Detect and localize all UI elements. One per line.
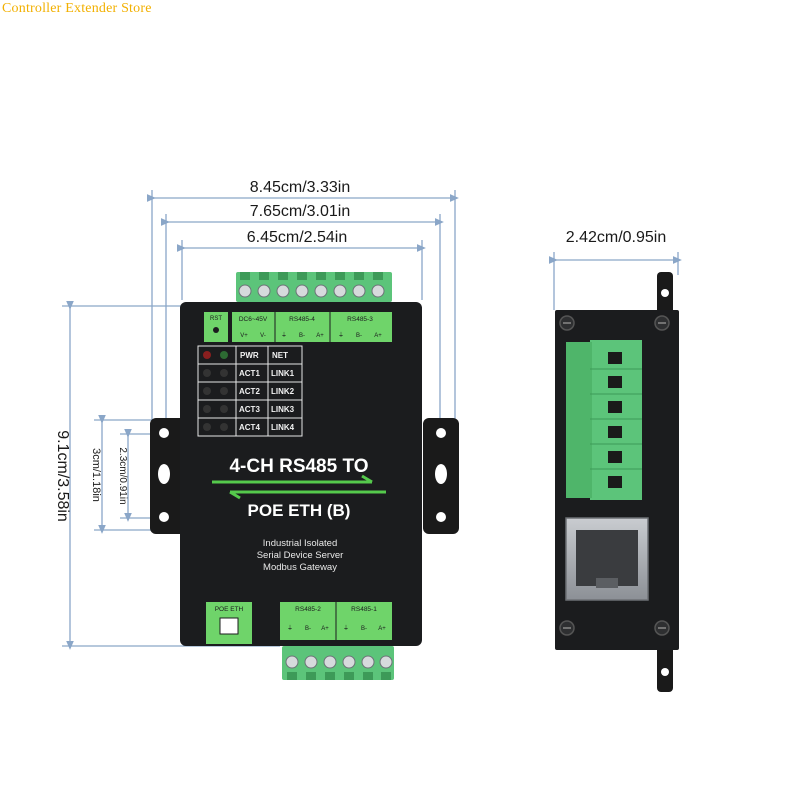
width-inner-label: 6.45cm/2.54in bbox=[247, 229, 348, 246]
top-pin-label: V+ bbox=[240, 333, 248, 339]
device-desc-line1: Industrial Isolated bbox=[263, 538, 337, 549]
device-side-view bbox=[555, 272, 679, 692]
width-outer-label: 8.45cm/3.33in bbox=[250, 179, 351, 196]
hole-outer-label: 3cm/1.18in bbox=[90, 448, 102, 502]
height-total-label: 9.1cm/3.58in bbox=[54, 430, 71, 522]
top-pin-label: ⏚ bbox=[281, 332, 287, 339]
bottom-pin-label: ⏚ bbox=[287, 625, 293, 632]
led-label: ACT1 bbox=[239, 369, 260, 378]
led-status-table bbox=[197, 345, 303, 437]
bottom-terminal-block bbox=[282, 646, 394, 680]
bottom-label-rs485-2: RS485-2 bbox=[295, 606, 321, 613]
bottom-pin-label: ⏚ bbox=[343, 625, 349, 632]
top-pin-label: B- bbox=[299, 333, 305, 339]
device-desc-line3: Modbus Gateway bbox=[263, 562, 337, 573]
bottom-label-rs485-1: RS485-1 bbox=[351, 606, 377, 613]
led-label: LINK3 bbox=[271, 405, 295, 414]
led-label: ACT4 bbox=[239, 423, 260, 432]
bottom-label-poe: POE ETH bbox=[215, 606, 244, 613]
led-label: LINK1 bbox=[271, 369, 295, 378]
led-label: ACT2 bbox=[239, 387, 260, 396]
top-pin-labels: V+ V- ⏚ B- A+ ⏚ B- A+ bbox=[240, 332, 382, 339]
top-pin-label: ⏚ bbox=[338, 332, 344, 339]
led-label: ACT3 bbox=[239, 405, 260, 414]
bottom-pin-label: A+ bbox=[321, 626, 329, 632]
bottom-pin-label: A+ bbox=[378, 626, 386, 632]
device-title-line1: 4-CH RS485 TO bbox=[229, 456, 368, 477]
device-front-view bbox=[150, 272, 459, 680]
top-label-power: DC6~45V bbox=[239, 316, 268, 323]
led-label: LINK2 bbox=[271, 387, 295, 396]
top-label-rst: RST bbox=[210, 316, 222, 322]
top-pin-label: V- bbox=[260, 333, 266, 339]
watermark-text: Controller Extender Store bbox=[2, 1, 152, 16]
top-pin-label: A+ bbox=[316, 333, 324, 339]
bottom-pin-label: B- bbox=[361, 626, 367, 632]
led-indicators bbox=[203, 351, 228, 431]
led-label: NET bbox=[272, 351, 288, 360]
led-label: LINK4 bbox=[271, 423, 295, 432]
device-title-line2: POE ETH (B) bbox=[248, 501, 351, 520]
top-terminal-block bbox=[236, 272, 392, 302]
depth-label: 2.42cm/0.95in bbox=[566, 229, 667, 246]
top-pin-label: B- bbox=[356, 333, 362, 339]
hole-inner-label: 2.3cm/0.91in bbox=[117, 447, 128, 504]
width-mid-label: 7.65cm/3.01in bbox=[250, 203, 351, 220]
led-label: PWR bbox=[240, 351, 259, 360]
top-label-rs485-3: RS485-3 bbox=[347, 316, 373, 323]
top-pin-label: A+ bbox=[374, 333, 382, 339]
side-terminal-block bbox=[590, 340, 642, 500]
bottom-pin-label: B- bbox=[305, 626, 311, 632]
device-body bbox=[180, 302, 422, 646]
top-label-rs485-4: RS485-4 bbox=[289, 316, 315, 323]
device-desc-line2: Serial Device Server bbox=[257, 550, 344, 561]
